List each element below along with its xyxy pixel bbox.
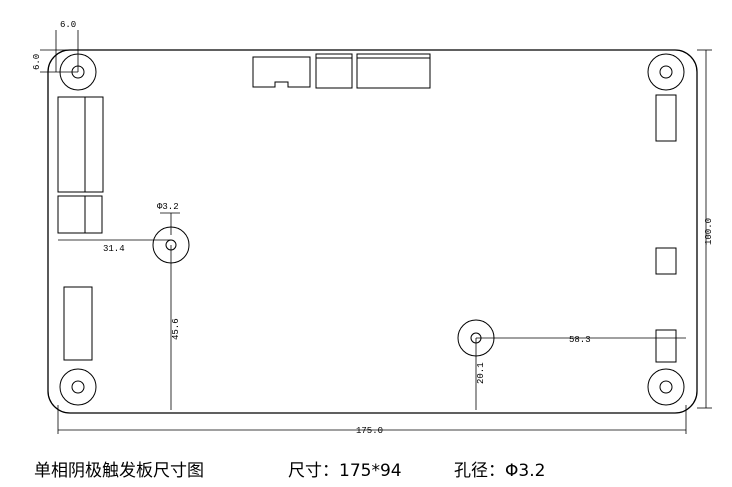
dimension-lines: [40, 30, 712, 434]
caption-hole: 孔径：Φ3.2: [454, 461, 546, 481]
caption-title: 单相阴极触发板尺寸图: [34, 461, 204, 481]
dim-hole-offset-y: 6.0: [32, 54, 42, 70]
dim-hole-diameter: Φ3.2: [157, 202, 179, 212]
dim-right-hole-to-edge: 58.3: [569, 335, 591, 345]
dim-width: 175.0: [356, 426, 383, 436]
dim-height: 100.0: [704, 218, 714, 245]
board-outline: [47, 49, 698, 414]
caption-size: 尺寸：175*94: [288, 461, 402, 481]
dim-right-hole-to-bottom: 20.1: [476, 362, 486, 384]
dim-hole-to-bottom: 45.6: [171, 318, 181, 340]
components: [57, 53, 677, 363]
dim-left-to-hole: 31.4: [103, 244, 125, 254]
dim-hole-offset-x: 6.0: [60, 20, 76, 30]
mounting-holes: [59, 53, 685, 406]
